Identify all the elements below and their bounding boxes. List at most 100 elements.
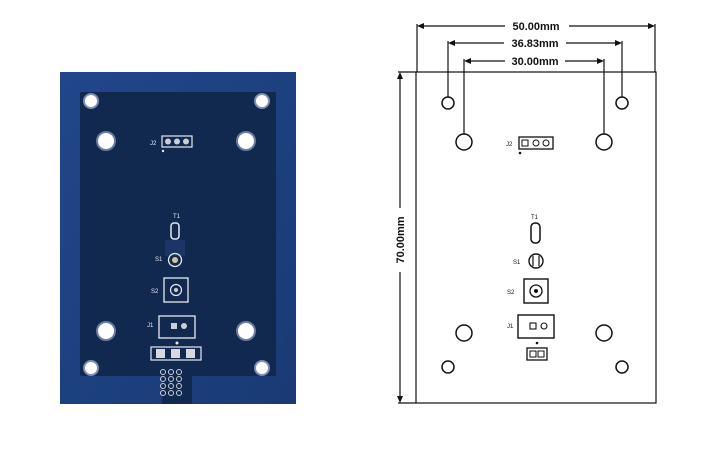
mounting-holes xyxy=(83,93,270,376)
drawing-s1: S1 xyxy=(513,253,544,269)
hole-icon xyxy=(441,96,455,110)
drawing-j2-header: J2 xyxy=(506,136,554,155)
hole-icon xyxy=(96,321,116,341)
pcb-label-j2: J2 xyxy=(150,141,157,147)
hole-icon xyxy=(455,133,473,151)
arrow-right-icon xyxy=(648,23,655,29)
connector-outline xyxy=(526,347,548,361)
drawing-bottom-connector xyxy=(526,341,548,361)
t1-outline xyxy=(530,222,541,244)
pcb-t1: T1 xyxy=(165,214,185,256)
s2-outline xyxy=(163,277,189,303)
dim-width-mid: 36.83mm xyxy=(448,38,622,50)
drawing-t1: T1 xyxy=(530,215,541,244)
dim-width-inner: 30.00mm xyxy=(464,56,604,68)
pcb-s1: S1 xyxy=(155,252,183,268)
s2-center xyxy=(174,288,178,292)
pin-icon xyxy=(165,138,171,145)
drawing-s2: S2 xyxy=(507,278,549,304)
pin-icon xyxy=(174,138,180,145)
t1-outline xyxy=(170,222,180,240)
dimension-drawing: 50.00mm 36.83mm 30.00mm 70.00mm xyxy=(395,21,657,404)
drawing-label-s2: S2 xyxy=(507,290,515,296)
pcb-j1: J1 xyxy=(147,315,196,339)
hole-icon xyxy=(236,131,256,151)
arrow-up-icon xyxy=(397,72,403,79)
pad-icon xyxy=(171,349,180,358)
pin-icon xyxy=(521,139,529,147)
dim-width-outer: 50.00mm xyxy=(417,21,655,33)
hole-icon xyxy=(254,360,270,376)
hole-icon xyxy=(254,93,270,109)
pin-icon xyxy=(183,138,189,145)
pcb-bottom-connector xyxy=(150,341,202,361)
s1-center-icon xyxy=(172,257,178,263)
j1-outline xyxy=(158,315,196,339)
drawing-label-t1: T1 xyxy=(531,215,539,221)
pin-icon xyxy=(540,322,548,330)
dim-label-30mm: 30.00mm xyxy=(511,56,558,68)
pin1-dot xyxy=(535,341,539,345)
pad-icon xyxy=(186,349,195,358)
hole-icon xyxy=(455,324,473,342)
hole-icon xyxy=(595,133,613,151)
pin-icon xyxy=(532,139,540,147)
drawing-label-j2: J2 xyxy=(506,142,513,148)
s2-center xyxy=(534,289,538,293)
pin-icon xyxy=(181,323,187,329)
pin1-dot xyxy=(518,151,522,155)
arrow-right-icon xyxy=(597,58,604,64)
t1-trace xyxy=(165,240,185,256)
hole-icon xyxy=(595,324,613,342)
hole-icon xyxy=(615,360,629,374)
hole-icon xyxy=(83,93,99,109)
j1-outline xyxy=(517,314,555,339)
pin-icon xyxy=(529,322,537,330)
dim-label-50mm: 50.00mm xyxy=(512,21,559,33)
connector-outline xyxy=(150,346,202,361)
header-outline xyxy=(161,135,193,148)
drawing-holes xyxy=(441,96,629,374)
s2-outline xyxy=(523,278,549,304)
hole-icon xyxy=(441,360,455,374)
hole-icon xyxy=(615,96,629,110)
arrow-right-icon xyxy=(615,40,622,46)
pin-icon xyxy=(537,350,545,358)
drawing-label-j1: J1 xyxy=(507,324,514,330)
dim-label-70mm: 70.00mm xyxy=(395,216,407,263)
drawing-j1: J1 xyxy=(507,314,555,339)
pcb-label-t1: T1 xyxy=(173,214,181,220)
pcb-s2: S2 xyxy=(151,277,189,303)
pin1-dot xyxy=(161,149,165,153)
pcb-label-s1: S1 xyxy=(155,257,163,263)
pin1-dot xyxy=(175,341,179,345)
arrow-left-icon xyxy=(448,40,455,46)
dim-height: 70.00mm xyxy=(395,72,407,403)
arrow-left-icon xyxy=(417,23,424,29)
s2-button-icon xyxy=(169,283,183,297)
pad-icon xyxy=(156,349,165,358)
pin-icon xyxy=(171,323,177,329)
hole-icon xyxy=(83,360,99,376)
arrow-left-icon xyxy=(464,58,471,64)
pcb-label-s2: S2 xyxy=(151,289,159,295)
dim-label-3683mm: 36.83mm xyxy=(511,38,558,50)
extension-lines xyxy=(398,24,656,404)
ground-pour xyxy=(80,92,276,376)
pin-icon xyxy=(542,139,550,147)
pin-icon xyxy=(529,350,537,358)
pcb-j2-header: J2 xyxy=(150,135,193,153)
pcb-via-array xyxy=(160,369,182,396)
pcb-label-j1: J1 xyxy=(147,323,154,329)
hole-icon xyxy=(96,131,116,151)
hole-icon xyxy=(236,321,256,341)
s1-outline xyxy=(167,252,183,268)
arrow-down-icon xyxy=(397,396,403,403)
header-outline xyxy=(518,136,554,150)
s1-outline xyxy=(528,253,544,269)
drawing-label-s1: S1 xyxy=(513,260,521,266)
pcb-photo: J2 T1 S1 S2 J1 xyxy=(60,72,296,404)
s2-button-icon xyxy=(529,284,543,298)
